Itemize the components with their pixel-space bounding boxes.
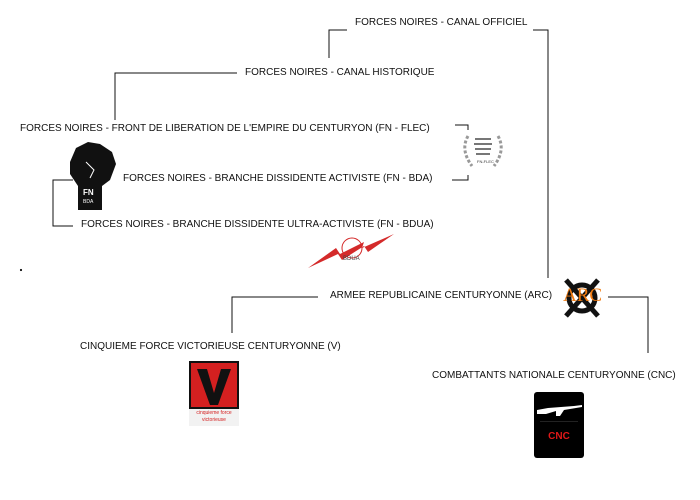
flec-wreath-logo: FN-FLEC <box>458 128 508 173</box>
node-bdua: FORCES NOIRES - BRANCHE DISSIDENTE ULTRA… <box>81 219 434 230</box>
node-arc: ARMEE REPUBLICAINE CENTURYONNE (ARC) <box>330 290 553 301</box>
rifle-icon <box>537 405 582 423</box>
connector-officiel-arc <box>533 29 549 278</box>
connector-arc-cnc <box>608 296 649 353</box>
v-logo-caption: cinquieme force victorieuse <box>189 409 239 426</box>
connector-bda-flec <box>452 175 469 181</box>
bda-logo-text: BDA <box>83 199 94 205</box>
crossed-circle-icon <box>564 278 600 318</box>
cnc-logo-text: CNC <box>548 431 570 442</box>
arc-logo: ARC <box>560 276 606 320</box>
connector-flec-bda <box>455 124 469 130</box>
connector-officiel-historique <box>328 29 347 58</box>
bda-fist-logo: FN BDA <box>66 140 118 210</box>
bdua-logo-text: BDUA <box>343 256 360 262</box>
wreath-icon <box>463 135 503 167</box>
arc-logo-text: ARC <box>563 285 603 306</box>
dot-mark <box>19 268 23 272</box>
node-canal-officiel: FORCES NOIRES - CANAL OFFICIEL <box>355 17 528 28</box>
v-letter-icon <box>197 369 231 405</box>
node-canal-historique: FORCES NOIRES - CANAL HISTORIQUE <box>245 67 435 78</box>
flec-logo-text: FN-FLEC <box>477 159 494 164</box>
connector-arc-v <box>231 296 318 333</box>
raised-fist-icon <box>70 142 116 210</box>
connector-historique-flec <box>114 72 237 120</box>
node-v: CINQUIEME FORCE VICTORIEUSE CENTURYONNE … <box>80 341 341 352</box>
node-cnc: COMBATTANTS NATIONALE CENTURYONNE (CNC) <box>432 370 676 381</box>
bda-fn-text: FN <box>83 188 94 197</box>
lightning-icon <box>308 234 394 268</box>
v-logo: cinquieme force victorieuse <box>189 361 239 426</box>
v-logo-box <box>189 361 239 409</box>
connector-bda-bdua <box>52 179 73 227</box>
bdua-logo: BDUA <box>306 232 396 270</box>
node-bda: FORCES NOIRES - BRANCHE DISSIDENTE ACTIV… <box>123 173 433 184</box>
node-flec: FORCES NOIRES - FRONT DE LIBERATION DE L… <box>20 123 430 134</box>
cnc-logo: CNC <box>534 392 584 458</box>
